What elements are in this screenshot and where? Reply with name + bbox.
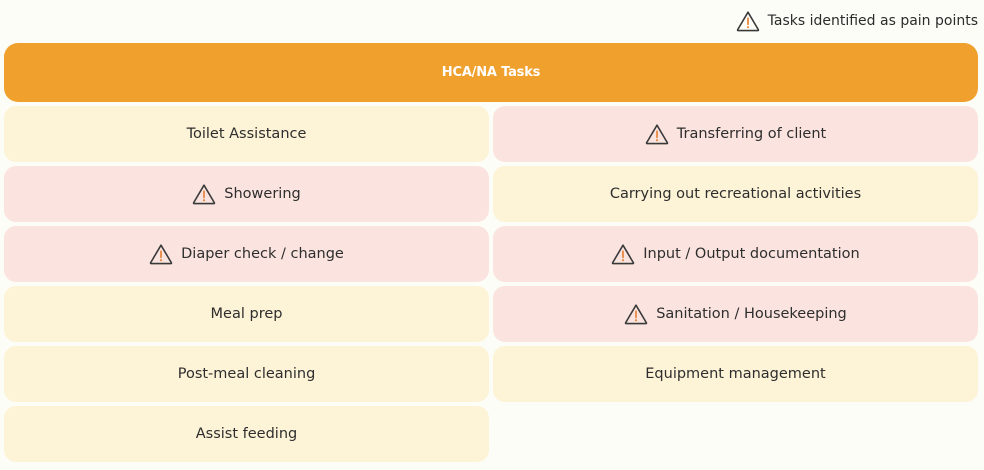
legend-label: Tasks identified as pain points [767, 13, 978, 29]
warning-triangle-icon [624, 303, 648, 325]
task-label: Post-meal cleaning [177, 366, 316, 382]
tasks-header: HCA/NA Tasks [4, 43, 978, 102]
task-item: Transferring of client [493, 106, 978, 162]
warning-triangle-icon [611, 243, 635, 265]
task-item: Toilet Assistance [4, 106, 489, 162]
task-label: Carrying out recreational activities [609, 186, 862, 202]
task-item: Equipment management [493, 346, 978, 402]
task-item: Meal prep [4, 286, 489, 342]
warning-triangle-icon [736, 10, 760, 32]
task-item: Showering [4, 166, 489, 222]
task-label: Meal prep [210, 306, 283, 322]
task-label: Sanitation / Housekeeping [656, 306, 847, 322]
task-item: Sanitation / Housekeeping [493, 286, 978, 342]
task-item: Carrying out recreational activities [493, 166, 978, 222]
header-title: HCA/NA Tasks [441, 65, 541, 80]
task-label: Diaper check / change [181, 246, 344, 262]
task-item: Input / Output documentation [493, 226, 978, 282]
task-item: Assist feeding [4, 406, 489, 462]
task-label: Transferring of client [676, 126, 827, 142]
task-label: Showering [224, 186, 301, 202]
task-label: Input / Output documentation [643, 246, 860, 262]
task-item: Diaper check / change [4, 226, 489, 282]
task-label: Toilet Assistance [186, 126, 307, 142]
task-item: Post-meal cleaning [4, 346, 489, 402]
warning-triangle-icon [645, 123, 669, 145]
warning-triangle-icon [149, 243, 173, 265]
legend: Tasks identified as pain points [736, 10, 978, 32]
warning-triangle-icon [192, 183, 216, 205]
task-label: Assist feeding [195, 426, 298, 442]
task-label: Equipment management [645, 366, 826, 382]
